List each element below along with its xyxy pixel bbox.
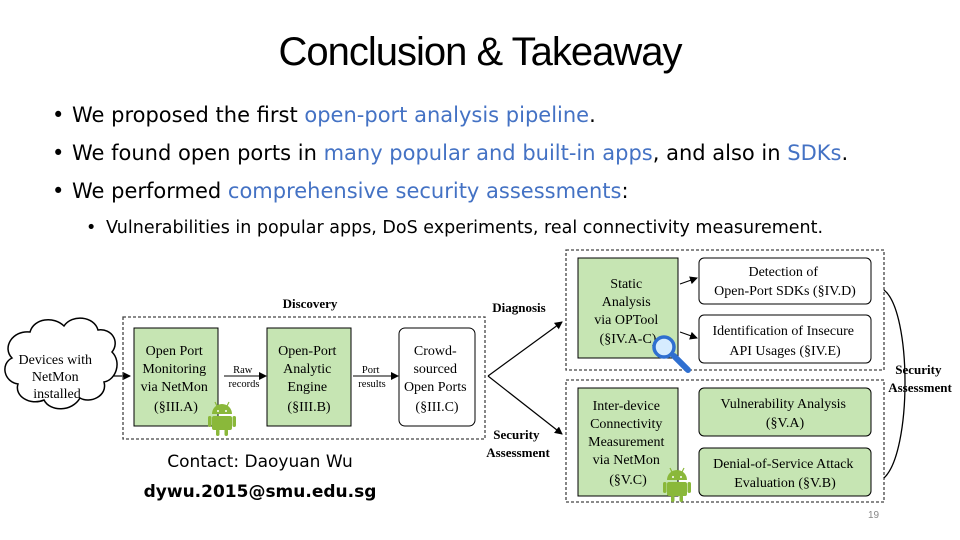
diagnosis-region [565,249,885,371]
device-cloud [4,317,118,410]
bullet-highlight: SDKs [787,141,842,165]
engine-box-label: Open-Port Analytic Engine (§III.B) [278,344,340,415]
cloud-label: Devices with NetMon installed [19,353,96,402]
static-analysis-label: Static Analysis via OPTool (§IV.A-C) [594,277,661,347]
dos-box [698,447,872,497]
discovery-label: Discovery [283,296,338,311]
magnifier-icon [652,335,691,373]
interdevice-box [577,387,679,497]
bullet-highlight: many popular and built-in apps [323,141,653,165]
interdevice-label: Inter-device Connectivity Measurement vi… [588,399,668,488]
insecure-api-box [698,314,872,364]
assessment-arrow [487,375,563,435]
engine-box [266,327,352,427]
bullet-dot: • [86,218,97,238]
bullet-text: We performed [72,179,228,203]
vulnerability-label: Vulnerability Analysis (§V.A) [720,397,849,431]
contact-name: Contact: Daoyuan Wu [167,452,353,472]
port-results-label: Port results [358,365,385,390]
bullet-dot: • [52,141,65,165]
static-to-insecure-arrow [679,331,698,340]
page-number: 19 [868,510,880,521]
bullet-text: . [589,103,596,127]
right-bracket [883,289,906,479]
raw-records-label: Raw records [229,365,260,390]
bullet-highlight: comprehensive security assessments [227,179,622,203]
sub-bullet-text: Vulnerabilities in popular apps, DoS exp… [106,218,824,238]
crowd-box [398,327,476,427]
diagnosis-arrow [487,321,563,377]
diagnosis-label: Diagnosis [492,300,545,315]
sdk-detection-box [698,257,872,305]
bullet-text: : [621,179,629,203]
contact-email[interactable]: dywu.2015@smu.edu.sg [143,482,377,502]
bullet-dot: • [52,179,65,203]
security-assessment-right-label: Security Assessment [888,362,952,395]
crowd-box-label: Crowd- sourced Open Ports (§III.C) [404,344,470,415]
bullet-text: We found open ports in [72,141,324,165]
security-assessment-label: Security Assessment [486,427,550,460]
insecure-api-label: Identification of Insecure API Usages (§… [713,324,858,359]
bullet-highlight: open-port analysis pipeline [304,103,590,127]
bullet-pipeline: • We proposed the first open-port analysi… [52,103,596,127]
bullet-assessments: • We performed comprehensive security ass… [52,179,629,203]
bullet-text: , and also in [652,141,788,165]
static-to-sdk-arrow [679,276,698,285]
bullet-dot: • [52,103,65,127]
monitoring-box [133,327,219,427]
discovery-region [122,316,486,440]
bullet-open-ports: • We found open ports in many popular and… [52,141,848,165]
bullet-text: . [841,141,849,165]
vulnerability-box [698,387,872,437]
sub-bullet: • Vulnerabilities in popular apps, DoS ex… [86,218,823,238]
monitoring-box-label: Open Port Monitoring via NetMon (§III.A) [141,344,212,415]
dos-label: Denial-of-Service Attack Evaluation (§V.… [713,457,857,491]
bullet-text: We proposed the first [72,103,305,127]
sdk-detection-label: Detection of Open-Port SDKs (§IV.D) [714,265,856,299]
slide-title: Conclusion & Takeaway [278,30,683,74]
